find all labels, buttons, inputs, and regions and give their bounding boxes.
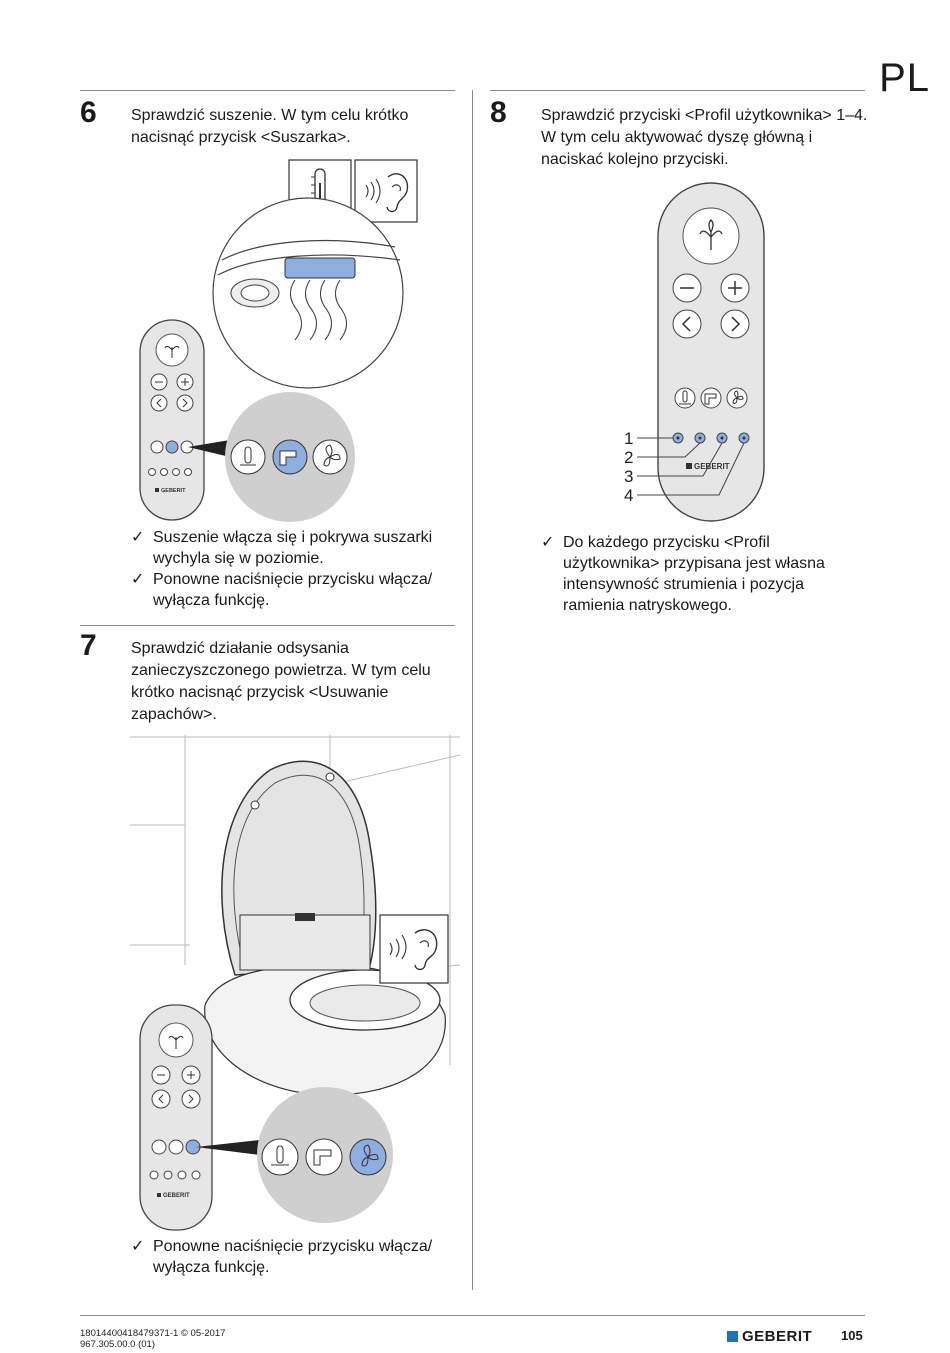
check-mark-icon: ✓ bbox=[131, 1238, 145, 1255]
ear-icon bbox=[379, 914, 449, 984]
svg-text:GEBERIT: GEBERIT bbox=[161, 488, 186, 494]
thermometer-icon bbox=[679, 390, 691, 405]
callout-1: 1 bbox=[624, 429, 633, 448]
thermometer-icon bbox=[271, 1145, 289, 1166]
svg-text:GEBERIT: GEBERIT bbox=[694, 462, 730, 471]
dryer-icon bbox=[279, 450, 297, 466]
list-item: ✓ Suszenie włącza się i pokrywa suszarki… bbox=[131, 529, 433, 567]
dryer-icon bbox=[704, 393, 717, 405]
divider bbox=[80, 625, 455, 626]
drying-illustration: GEBERIT bbox=[139, 159, 418, 522]
remote-control: GEBERIT bbox=[139, 1004, 213, 1231]
remote-control: GEBERIT bbox=[657, 182, 765, 522]
list-item: ✓ Ponowne naciśnięcie przycisku włącza/w… bbox=[131, 571, 433, 609]
check-mark-icon: ✓ bbox=[131, 571, 145, 588]
callout-4: 4 bbox=[624, 486, 633, 505]
odour-extraction-illustration: GEBERIT bbox=[130, 735, 460, 1231]
check-mark-icon: ✓ bbox=[131, 529, 145, 546]
divider bbox=[80, 90, 455, 91]
dryer-icon bbox=[313, 1149, 332, 1166]
divider bbox=[490, 90, 865, 91]
step-instruction: Sprawdzić działanie odsysania zanieczysz… bbox=[131, 640, 431, 723]
step-number: 6 bbox=[80, 96, 97, 129]
document-number: 967.305.00.0 (01) bbox=[80, 1339, 156, 1350]
result-list: ✓ Ponowne naciśnięcie przycisku włącza/w… bbox=[131, 1236, 461, 1278]
user-profile-illustration: GEBERIT 1 2 3 4 bbox=[624, 182, 765, 522]
list-item: ✓ Do każdego przycisku <Profil użytkowni… bbox=[541, 534, 825, 614]
step-number: 8 bbox=[490, 96, 507, 129]
callout-3: 3 bbox=[624, 467, 633, 486]
footer-doc-codes: 18014400418479371-1 © 05-2017 967.305.00… bbox=[80, 1328, 225, 1350]
result-list: ✓ Do każdego przycisku <Profil użytkowni… bbox=[541, 532, 871, 616]
step-number: 7 bbox=[80, 629, 97, 662]
fan-icon bbox=[361, 1144, 379, 1167]
column-divider bbox=[472, 90, 473, 1290]
svg-text:GEBERIT: GEBERIT bbox=[163, 1193, 190, 1199]
brand-logo: GEBERIT bbox=[727, 1328, 812, 1345]
list-item: ✓ Ponowne naciśnięcie przycisku włącza/w… bbox=[131, 1238, 433, 1276]
ear-icon bbox=[354, 159, 418, 223]
fan-icon bbox=[323, 444, 341, 467]
check-mark-icon: ✓ bbox=[541, 534, 555, 551]
fan-icon bbox=[732, 390, 744, 404]
step-instruction: Sprawdzić przyciski <Profil użytkownika>… bbox=[541, 107, 868, 168]
language-code: PL bbox=[879, 56, 930, 100]
page-number: 105 bbox=[841, 1328, 863, 1343]
remote-control: GEBERIT bbox=[139, 319, 205, 521]
callout-2: 2 bbox=[624, 448, 633, 467]
step-instruction: Sprawdzić suszenie. W tym celu krótko na… bbox=[131, 107, 409, 146]
footer-divider bbox=[80, 1315, 865, 1316]
document-code: 18014400418479371-1 © 05-2017 bbox=[80, 1328, 226, 1339]
result-list: ✓ Suszenie włącza się i pokrywa suszarki… bbox=[131, 527, 461, 611]
thermometer-icon bbox=[240, 446, 256, 466]
